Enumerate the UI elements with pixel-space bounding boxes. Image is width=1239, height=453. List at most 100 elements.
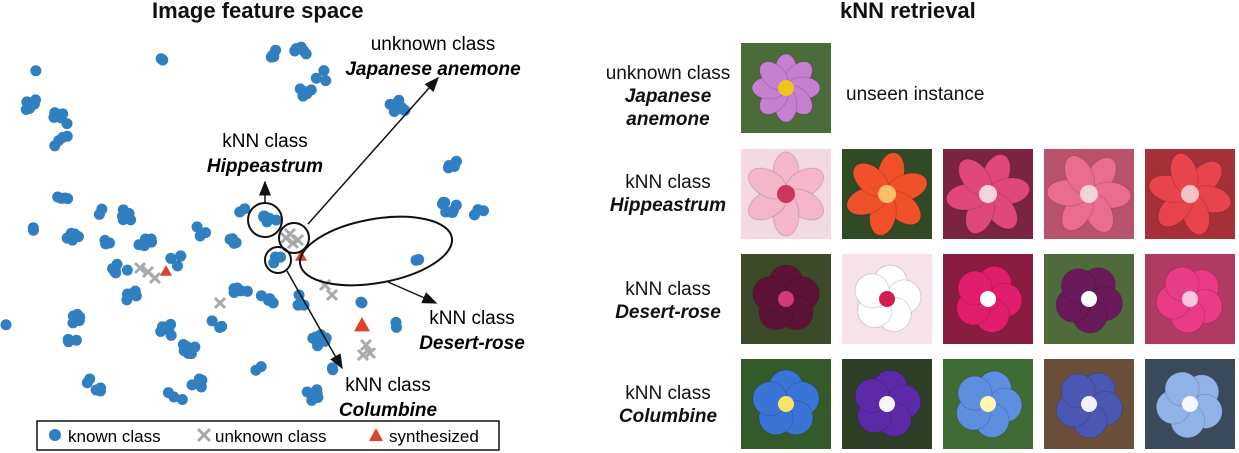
flower-thumbnail (741, 43, 831, 133)
known-class-point (65, 227, 77, 239)
legend: known class unknown class synthesized (36, 420, 500, 451)
unknown-class-point (356, 348, 370, 362)
known-class-point (157, 54, 169, 66)
known-class-point (24, 102, 36, 114)
known-class-point (355, 296, 367, 308)
flower-thumbnail (741, 359, 831, 449)
row-class-name: Hippeastrum (609, 195, 727, 216)
flower-thumbnail (741, 149, 831, 239)
known-class-point (327, 364, 339, 376)
known-class-point (121, 264, 133, 276)
known-class-point (27, 222, 39, 234)
row-class-name: Desert-rose (615, 302, 721, 323)
legend-unknown-marker (196, 427, 212, 443)
known-class-point (100, 238, 112, 250)
flower-thumbnail (1145, 149, 1235, 239)
unseen-instance-label: unseen instance (846, 84, 985, 105)
known-class-point (49, 140, 61, 152)
known-class-point (48, 111, 60, 123)
columbine-arrow (286, 270, 343, 370)
columbine-prefix: kNN class (345, 375, 431, 396)
known-class-point (384, 98, 396, 110)
flower-thumbnail (842, 254, 932, 344)
known-class-point (228, 283, 240, 295)
row-prefix: kNN class (625, 383, 711, 404)
known-class-point (196, 374, 208, 386)
unknown-class-name: Japanese anemone (345, 59, 521, 80)
flower-thumbnail (1145, 359, 1235, 449)
known-class-point (61, 118, 73, 130)
unknown-class-point (133, 261, 147, 275)
known-class-point (90, 384, 102, 396)
known-class-point (468, 209, 480, 221)
known-class-point (289, 45, 301, 57)
legend-synth-label: synthesized (389, 427, 479, 446)
right-panel-title: kNN retrieval (840, 0, 976, 23)
known-class-point (186, 379, 198, 391)
flower-thumbnail (741, 254, 831, 344)
known-class-point (93, 208, 105, 220)
known-class-point (214, 321, 226, 333)
known-class-point (122, 288, 134, 300)
known-class-point (30, 65, 42, 77)
known-class-point (239, 203, 251, 215)
legend-unknown-label: unknown class (215, 427, 327, 446)
row-class-name: Japanese anemone (624, 86, 712, 130)
known-class-point (81, 377, 93, 389)
row-label-unknown: unknown class Japanese anemone (588, 62, 748, 131)
unknown-instance-circle (278, 222, 310, 254)
unknown-class-point (359, 338, 373, 352)
feature-space-scatter: unknown class Japanese anemone kNN class… (0, 34, 525, 451)
legend-known-label: known class (68, 427, 161, 446)
known-class-point (310, 72, 322, 84)
known-class-point (171, 260, 183, 272)
known-class-point (55, 192, 67, 204)
known-class-point (155, 326, 167, 338)
known-class-point (390, 321, 402, 333)
flower-thumbnail (943, 149, 1033, 239)
known-class-point (443, 160, 455, 172)
known-class-point (165, 329, 177, 341)
columbine-neighborhood-circle (264, 246, 292, 274)
left-panel-title: Image feature space (152, 0, 364, 23)
row-label-columbine: kNN class Columbine (588, 382, 748, 428)
known-class-point (413, 254, 425, 266)
desert-rose-arrow (387, 281, 438, 304)
known-class-point (312, 391, 324, 403)
synthesized-point (160, 265, 172, 276)
known-class-point (168, 391, 180, 403)
flower-thumbnail (943, 254, 1033, 344)
flower-thumbnail (1044, 149, 1134, 239)
row-label-desert-rose: kNN class Desert-rose (588, 278, 748, 324)
flower-thumbnail (943, 359, 1033, 449)
unknown-class-point (325, 288, 339, 302)
known-class-point (138, 240, 150, 252)
flower-thumbnail (842, 359, 932, 449)
known-class-point (165, 252, 177, 264)
legend-frame (36, 420, 500, 451)
known-class-point (180, 340, 192, 352)
known-class-point (275, 251, 287, 263)
known-class-point (110, 267, 122, 279)
known-class-point (318, 65, 330, 77)
row-prefix: kNN class (625, 172, 711, 193)
known-class-point (200, 227, 212, 239)
known-class-point (255, 361, 267, 373)
known-class-point (0, 319, 12, 331)
unknown-class-point (148, 271, 162, 285)
known-class-point (145, 233, 157, 245)
known-class-point (191, 221, 203, 233)
known-class-point (268, 51, 280, 63)
flower-thumbnail (842, 149, 932, 239)
flower-thumbnail (1044, 254, 1134, 344)
known-class-point (293, 298, 305, 310)
columbine-name: Columbine (339, 400, 438, 421)
known-class-point (301, 386, 313, 398)
known-class-point (175, 250, 187, 262)
known-class-point (320, 75, 332, 87)
known-class-point (270, 214, 282, 226)
desert-rose-name: Desert-rose (419, 333, 525, 354)
row-prefix: kNN class (625, 279, 711, 300)
flower-thumbnail (1145, 254, 1235, 344)
unknown-class-label: unknown class (371, 34, 496, 55)
